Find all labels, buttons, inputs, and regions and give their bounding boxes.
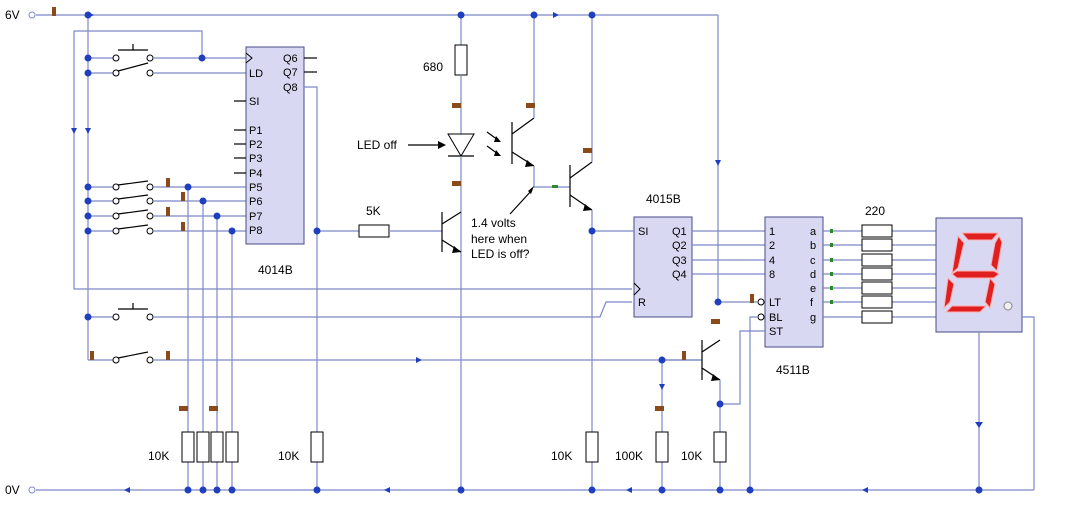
note-line-2: here when — [471, 232, 527, 246]
dec-pin-a: a — [810, 226, 817, 238]
sr-pin-q8: Q8 — [283, 82, 298, 94]
dec-pin-2: 2 — [769, 240, 775, 252]
segment-resistor-label: 220 — [865, 204, 885, 218]
ctr-pin-q1: Q1 — [672, 226, 687, 238]
ctr-pin-r: R — [638, 297, 646, 309]
dec-pin-8: 8 — [769, 269, 775, 281]
sr-pin-p8: P8 — [249, 225, 262, 237]
sr-pin-q6: Q6 — [283, 53, 298, 65]
pulldown-resistors — [179, 187, 239, 490]
buffer-transistor — [317, 211, 462, 253]
led-resistor-label: 680 — [423, 60, 443, 74]
rail-6v-label: 6V — [5, 8, 20, 22]
sr-pin-p2: P2 — [249, 139, 262, 151]
ctr-pin-q2: Q2 — [672, 240, 687, 252]
note-line-1: 1.4 volts — [471, 216, 516, 230]
optical-sensor — [408, 15, 599, 490]
sr-pin-ld: LD — [249, 68, 263, 80]
sr-pin-p7: P7 — [249, 211, 262, 223]
decoder-label: 4511B — [776, 363, 810, 377]
dec-pin-1: 1 — [769, 226, 775, 238]
q8-pulldown-label: 10K — [278, 449, 299, 463]
switch-bank — [71, 15, 700, 364]
counter-4015b: SI R Q1 Q2 Q3 Q4 — [592, 216, 765, 318]
dec-pin-g: g — [810, 312, 816, 324]
dec-pin-c: c — [810, 255, 816, 267]
pulldown-100k-label: 100K — [615, 449, 643, 463]
base-resistor-label: 5K — [366, 204, 381, 218]
sr-pin-p1: P1 — [249, 125, 262, 137]
sr-pin-si: SI — [249, 96, 259, 108]
pulldown-group-label: 10K — [148, 449, 169, 463]
dec-pin-st: ST — [769, 326, 783, 338]
pulldown-st-label: 10K — [681, 449, 702, 463]
dec-pin-e: e — [810, 283, 816, 295]
dec-pin-f: f — [810, 297, 814, 309]
sensor-pulldown-label: 10K — [551, 449, 572, 463]
junction-nodes — [84, 11, 983, 494]
display-digit-segments — [943, 232, 1003, 313]
dec-pin-b: b — [810, 240, 816, 252]
sr-pin-q7: Q7 — [283, 67, 298, 79]
sr-pin-p4: P4 — [249, 168, 262, 180]
seven-segment-display — [935, 217, 1035, 490]
shift-register-4014b: LD SI P1 P2 P3 P4 P5 P6 P7 P8 Q6 Q7 Q8 — [234, 46, 324, 490]
ctr-pin-q3: Q3 — [672, 255, 687, 267]
sr-pin-p3: P3 — [249, 153, 262, 165]
rail-0v-label: 0V — [5, 483, 20, 497]
ctr-pin-q4: Q4 — [672, 269, 687, 281]
decoder-4511b: 1 2 4 8 LT BL ST a b c d e f g — [655, 15, 824, 490]
counter-label: 4015B — [646, 192, 681, 206]
dec-pin-bl: BL — [769, 312, 782, 324]
segment-resistors — [823, 224, 936, 324]
sr-pin-p5: P5 — [249, 182, 262, 194]
sr-pin-p6: P6 — [249, 196, 262, 208]
ctr-pin-si: SI — [638, 226, 648, 238]
led-off-label: LED off — [357, 138, 397, 152]
dec-pin-lt: LT — [769, 297, 781, 309]
note-line-3: LED is off? — [471, 247, 530, 261]
shift-register-label: 4014B — [258, 263, 293, 277]
dec-pin-4: 4 — [769, 255, 775, 267]
dec-pin-d: d — [810, 269, 816, 281]
